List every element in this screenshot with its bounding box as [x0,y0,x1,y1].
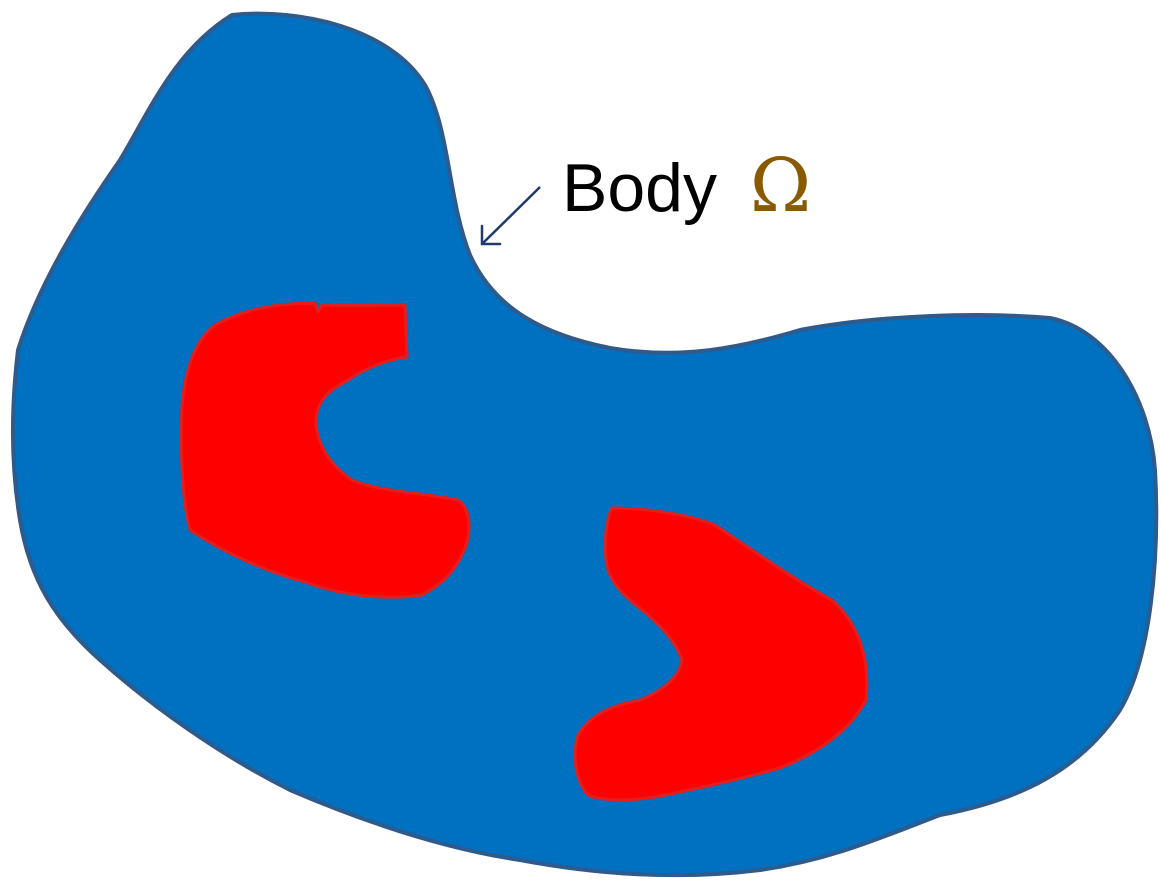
body-label-text: Body [562,150,717,226]
body-label: Body Ω [562,143,811,229]
omega-symbol: Ω [750,143,811,229]
pointer-arrow [482,187,540,244]
